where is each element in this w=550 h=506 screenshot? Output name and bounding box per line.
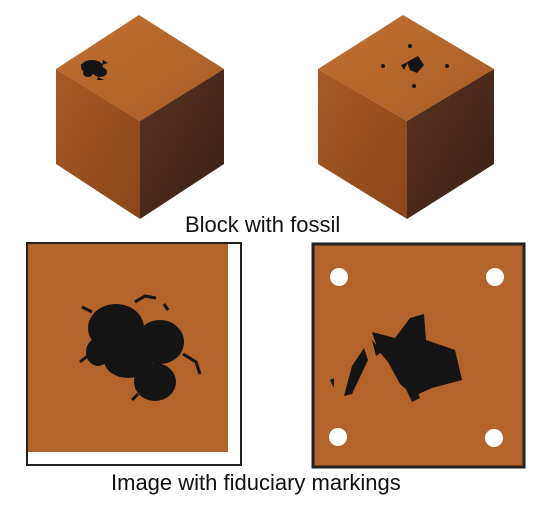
fiducial-marker-bottom-right [485, 429, 503, 447]
image-left [26, 242, 242, 466]
fossil-image [79, 294, 202, 402]
fiducial-marker-top-right [486, 268, 504, 286]
fossil-fragments-image [330, 314, 462, 402]
cube-left-left-face [56, 69, 140, 219]
fossil-fragments-on-cube [381, 44, 449, 88]
cube-left-right-face [140, 69, 224, 219]
cube-right [318, 15, 494, 219]
cube-right-left-face [318, 69, 407, 219]
fiducial-marker-top-left [330, 268, 348, 286]
cube-right-right-face [407, 69, 494, 219]
cube-right-top-face [318, 15, 494, 121]
cube-left-top-face [56, 15, 224, 121]
image-right [311, 242, 526, 469]
caption-block-with-fossil: Block with fossil [185, 212, 341, 237]
fossil-on-cube [80, 60, 108, 80]
fiducial-marker-bottom-left [329, 428, 347, 446]
caption-image-with-fiduciary-markings: Image with fiduciary markings [111, 470, 401, 495]
cube-left [56, 15, 224, 219]
